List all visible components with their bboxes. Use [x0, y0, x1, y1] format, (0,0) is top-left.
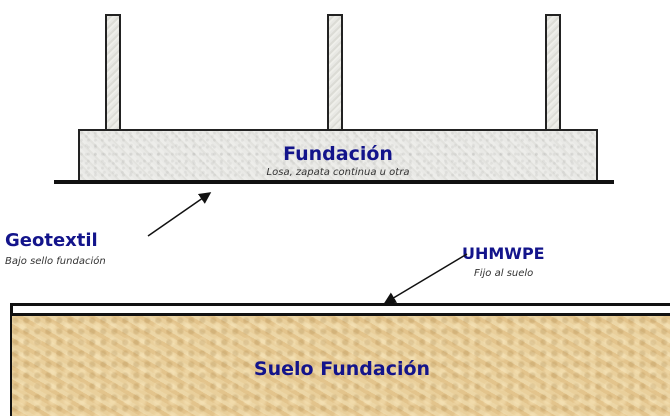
- liner-subtitle: Fijo al suelo: [474, 268, 534, 279]
- foundation-title: Fundación: [283, 143, 393, 165]
- foundation-soil: Suelo Fundación: [10, 316, 670, 416]
- geotextile-subtitle: Bajo sello fundación: [5, 256, 106, 267]
- liner-title: UHMWPE: [462, 244, 545, 263]
- uhmwpe-liner-layer: [10, 303, 670, 316]
- soil-title: Suelo Fundación: [253, 358, 431, 380]
- liner-arrow: [383, 253, 468, 304]
- geotextile-layer: [54, 180, 614, 184]
- callout-arrows: [147, 192, 468, 304]
- geotextile-arrow: [147, 192, 212, 237]
- foundation-subtitle: Losa, zapata continua u otra: [266, 167, 410, 178]
- geotextile-title: Geotextil: [5, 230, 98, 251]
